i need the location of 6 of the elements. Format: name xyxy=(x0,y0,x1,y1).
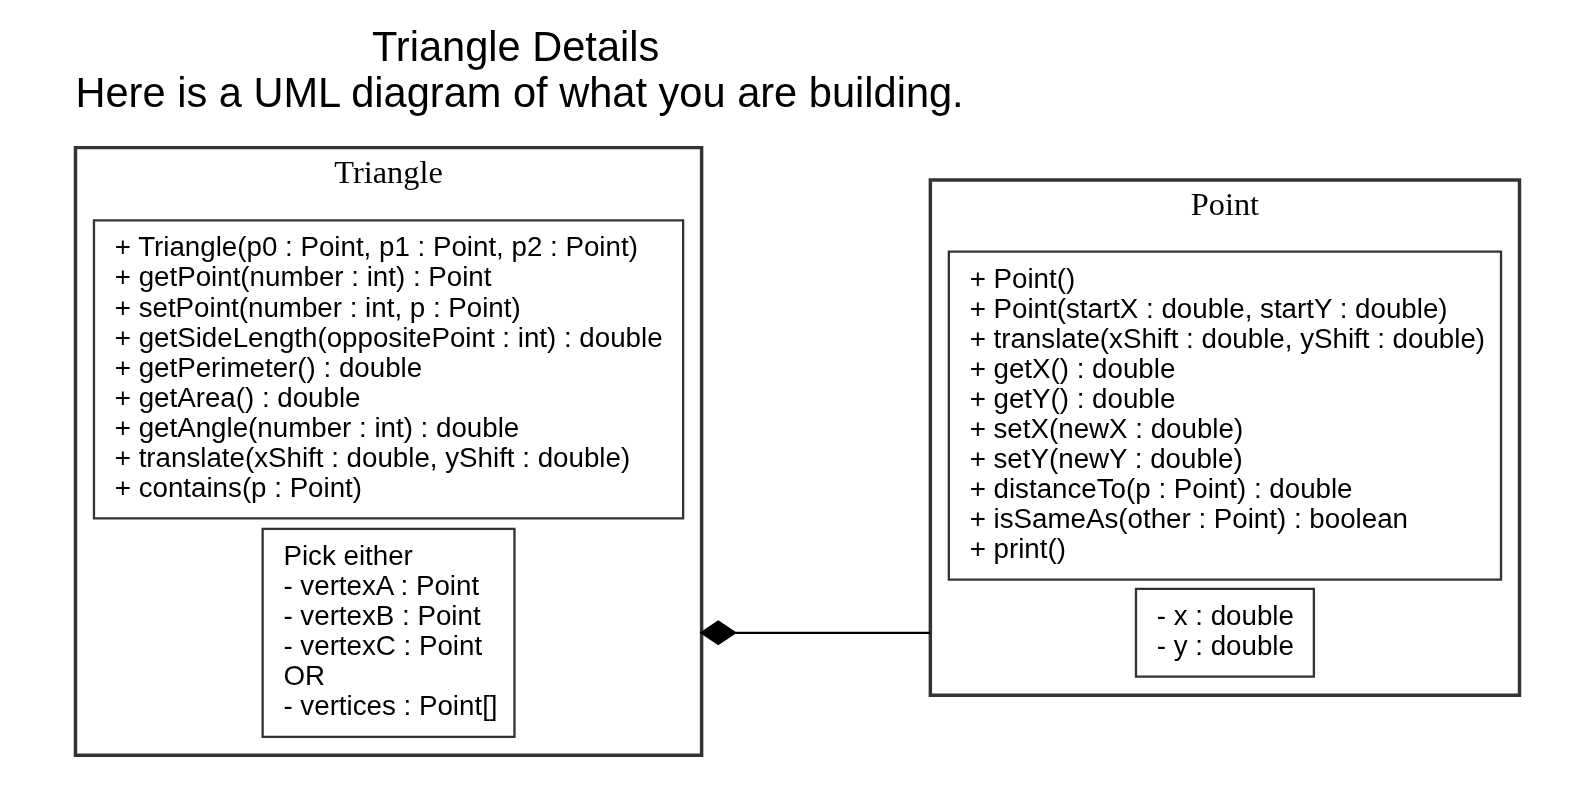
node-box: + Point() + Point(startX : double, startY : double) + translate(xShift : double, yShift : double) + getX() : double + getY() : double + setX(newX : double) + setY(newY : double) + distanceTo(p : Point) : double + isSameAs(other : Point) : boolean + print() xyxy=(947,249,1502,581)
node-box: - x : double - y : double xyxy=(1134,587,1315,678)
node-box: + Triangle(p0 : Point, p1 : Point, p2 : Point) + getPoint(number : int) : Point + setPoint(number : int, p : Point) + getSideLength(oppositePoint : int) : double + getPerimeter() : double + getArea() : double + getAngle(number : int) : double + translate(xShift : double, yShift : double) + contains(p : Point) xyxy=(92,218,684,520)
diagram-title: Triangle Details xyxy=(371,22,659,70)
connector xyxy=(699,619,930,645)
node-box: Pick either - vertexA : Point - vertexB : Point - vertexC : Point OR - vertices : Point[] xyxy=(260,527,516,738)
